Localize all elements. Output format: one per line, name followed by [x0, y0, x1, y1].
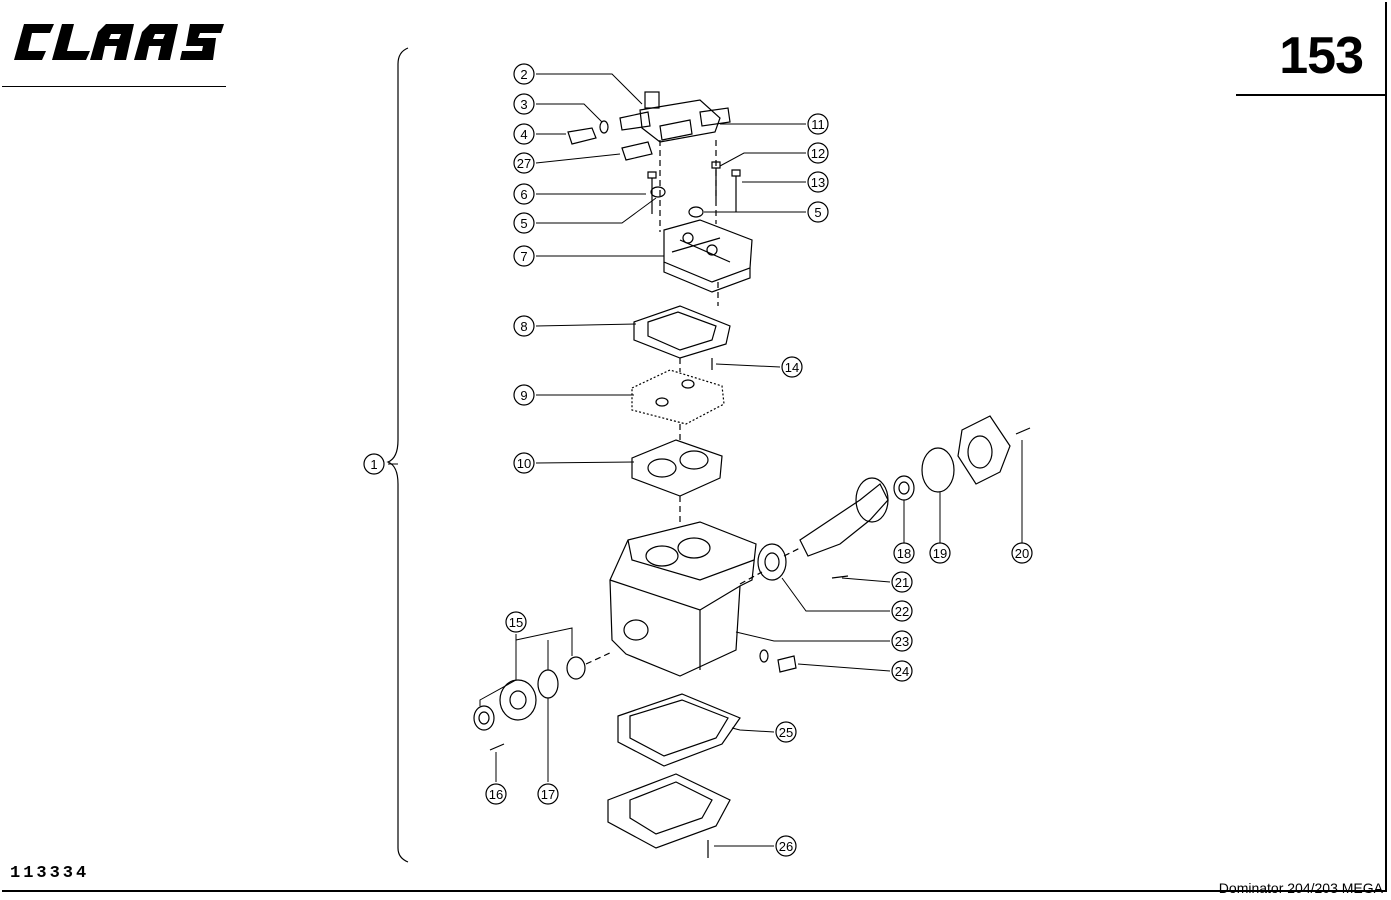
callout-label: 24: [895, 664, 909, 679]
callout-26: [775, 835, 797, 857]
callout-label: 6: [520, 187, 527, 202]
model-label: Dominator 204/203 MEGA: [1218, 880, 1383, 896]
callout-label: 26: [779, 839, 793, 854]
part-o-ring-19: [921, 447, 955, 493]
page-number: 153: [1279, 27, 1364, 85]
part-crankcase: [609, 521, 757, 677]
callout-15: [505, 611, 527, 633]
part-o-ring-23: [759, 649, 769, 663]
callout-label: 2: [520, 67, 527, 82]
part-oil-pan: [607, 773, 731, 849]
callout-21: [891, 571, 913, 593]
part-o-ring-17: [537, 669, 559, 699]
callout-4: [513, 123, 535, 145]
callout-label: 5: [814, 205, 821, 220]
callout-label: 16: [489, 787, 503, 802]
callout-1: [363, 453, 385, 475]
callout-label: 11: [811, 117, 825, 132]
callout-label: 21: [895, 575, 909, 590]
callout-label: 19: [933, 546, 947, 561]
claas-logo: [14, 24, 224, 60]
callout-2: [513, 63, 535, 85]
callout-label: 14: [785, 360, 799, 375]
callout-label: 27: [517, 156, 531, 171]
part-seal-left: [473, 705, 495, 731]
callout-label: 20: [1015, 546, 1029, 561]
callout-label: 12: [811, 146, 825, 161]
callout-8: [513, 315, 535, 337]
logo-underline: [2, 86, 226, 87]
callout-label: 7: [520, 249, 527, 264]
callout-label: 18: [897, 546, 911, 561]
leader-lines: [388, 73, 1023, 847]
part-crankshaft: [799, 477, 889, 557]
callout-5b: [807, 201, 829, 223]
callout-18: [893, 542, 915, 564]
part-flange-left: [499, 679, 537, 721]
callout-23: [891, 630, 913, 652]
callout-11: [807, 113, 829, 135]
page-number-underline: [1236, 94, 1386, 96]
drawing-number: 113334: [10, 864, 90, 883]
callout-22: [891, 600, 913, 622]
callout-16: [485, 783, 507, 805]
part-cylinder-head: [663, 219, 753, 293]
callout-25: [775, 721, 797, 743]
callout-label: 8: [520, 319, 527, 334]
callout-label: 1: [370, 457, 377, 472]
callout-label: 4: [520, 127, 527, 142]
callout-3: [513, 93, 535, 115]
part-head-fitting: [619, 91, 731, 143]
part-oil-pan-gasket: [617, 693, 741, 767]
part-valve-plate: [631, 369, 725, 425]
callout-17: [537, 783, 559, 805]
callout-6: [513, 183, 535, 205]
callout-label: 23: [895, 634, 909, 649]
part-bearing-22: [757, 543, 787, 581]
assembly-brace: [386, 47, 409, 863]
callout-label: 25: [779, 725, 793, 740]
callout-12: [807, 142, 829, 164]
callout-label: 15: [509, 615, 523, 630]
callout-label: 17: [541, 787, 555, 802]
callout-label: 10: [517, 456, 531, 471]
callout-24: [891, 660, 913, 682]
part-gasket-lower: [631, 439, 723, 497]
callout-20: [1011, 542, 1033, 564]
part-flange-cover: [957, 415, 1011, 485]
callout-19: [929, 542, 951, 564]
callout-9: [513, 384, 535, 406]
callout-13: [807, 171, 829, 193]
callout-5a: [513, 212, 535, 234]
callout-27: [513, 152, 535, 174]
part-gasket-upper: [633, 305, 731, 359]
callout-14: [781, 356, 803, 378]
part-bearing-right: [893, 475, 915, 501]
callout-10: [513, 452, 535, 474]
callout-label: 22: [895, 604, 909, 619]
callout-label: 5: [520, 216, 527, 231]
part-plug-24: [777, 655, 797, 673]
callout-label: 9: [520, 388, 527, 403]
callout-7: [513, 245, 535, 267]
part-bearing-left: [566, 656, 586, 680]
callout-label: 13: [811, 175, 825, 190]
callout-label: 3: [520, 97, 527, 112]
